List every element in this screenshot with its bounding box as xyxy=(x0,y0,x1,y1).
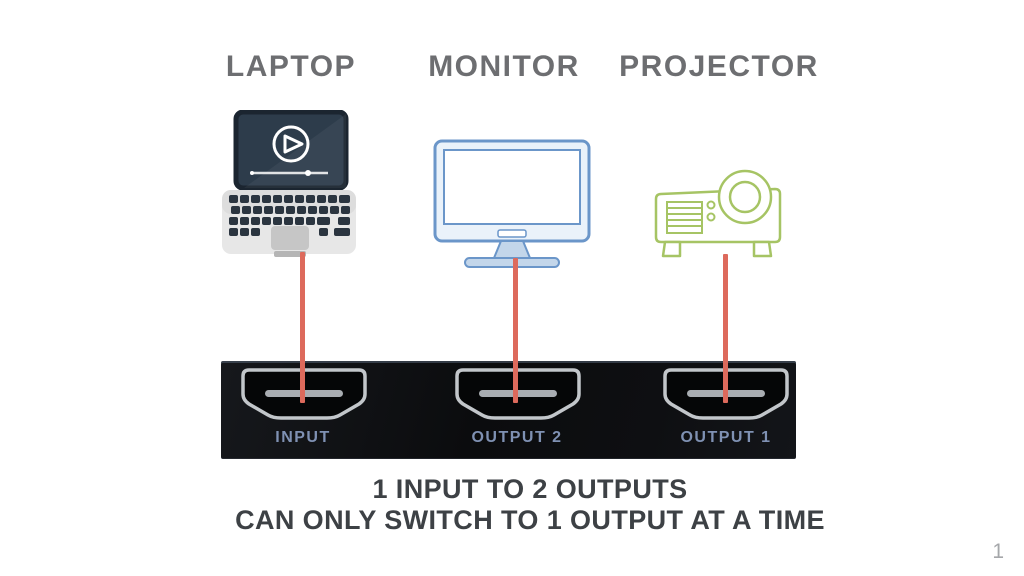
page-number: 1 xyxy=(992,540,1004,563)
caption: 1 INPUT TO 2 OUTPUTS CAN ONLY SWITCH TO … xyxy=(30,474,1024,536)
input-port-label: INPUT xyxy=(275,429,331,446)
laptop-hdmi-cable xyxy=(300,252,305,403)
output2-port-label: OUTPUT 2 xyxy=(471,429,563,446)
laptop-header-label: LAPTOP xyxy=(225,50,357,83)
monitor-hdmi-cable xyxy=(513,258,518,403)
monitor-header-label: MONITOR xyxy=(428,50,580,83)
caption-line2: CAN ONLY SWITCH TO 1 OUTPUT AT A TIME xyxy=(235,505,825,535)
laptop-video-icon xyxy=(222,110,356,257)
hdmi-output2-port xyxy=(455,368,581,420)
output1-port-label: OUTPUT 1 xyxy=(680,429,772,446)
projector-header-label: PROJECTOR xyxy=(619,50,819,83)
projector-hdmi-cable xyxy=(723,254,728,403)
projector-icon xyxy=(654,169,782,258)
monitor-icon xyxy=(433,139,591,268)
caption-line1: 1 INPUT TO 2 OUTPUTS xyxy=(372,474,688,504)
